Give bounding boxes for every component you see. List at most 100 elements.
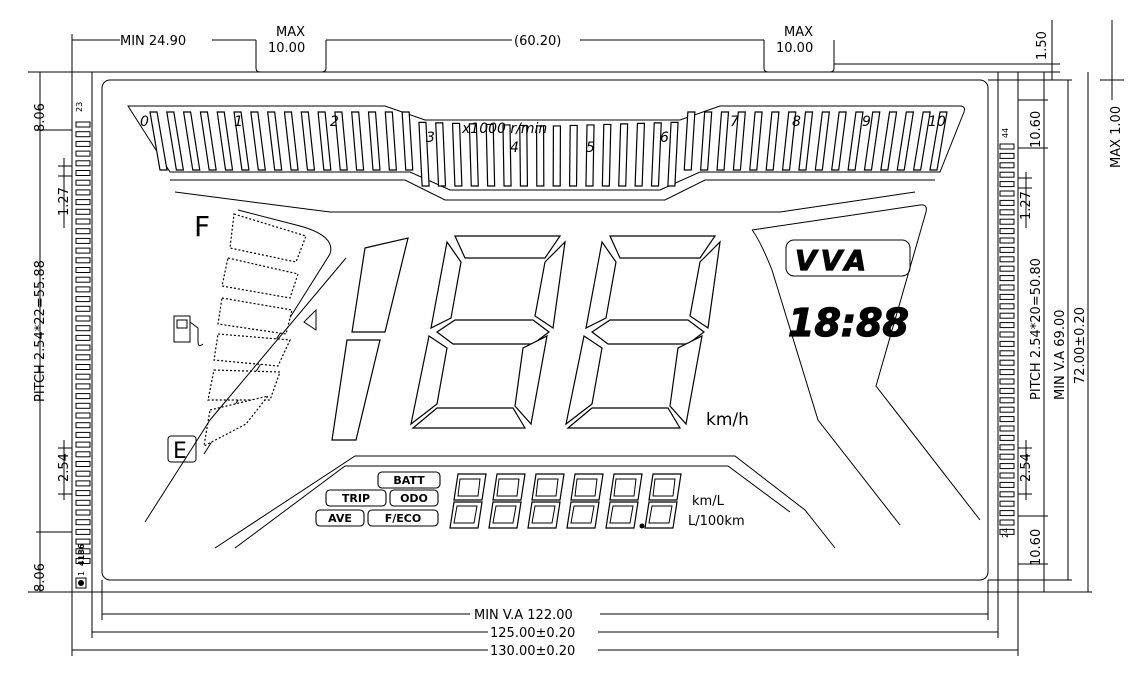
dim-right-margin-bottom: 10.60 bbox=[1029, 529, 1044, 566]
dim-top-center: (60.20) bbox=[514, 34, 561, 49]
right-pin bbox=[999, 265, 1015, 272]
left-pin bbox=[75, 383, 91, 390]
left-pin bbox=[75, 247, 91, 254]
fuel-gauge: F E bbox=[167, 209, 332, 464]
speed-segment bbox=[585, 240, 617, 330]
rpm-segment bbox=[418, 121, 430, 187]
odo-digit-inner bbox=[531, 478, 559, 524]
fuel-segments bbox=[203, 213, 307, 448]
rpm-segment bbox=[667, 121, 679, 187]
rpm-segment bbox=[568, 124, 578, 187]
odo-indicator-label: TRIP bbox=[342, 492, 370, 505]
odo-indicator-box bbox=[377, 471, 441, 489]
rpm-tick-label: 10 bbox=[928, 114, 946, 130]
pin-label-right-top: 44 bbox=[1001, 128, 1010, 138]
odo-digit-inner bbox=[609, 478, 637, 524]
right-pin bbox=[999, 387, 1015, 394]
right-pin bbox=[999, 284, 1015, 291]
right-pin bbox=[999, 331, 1015, 338]
right-pin bbox=[999, 463, 1015, 470]
right-pin bbox=[999, 378, 1015, 385]
odo-indicator-box bbox=[367, 509, 439, 527]
left-pin bbox=[75, 179, 91, 186]
fuel-segment bbox=[207, 369, 281, 401]
dim-max-right-label: MAX bbox=[784, 25, 813, 40]
rpm-segment bbox=[367, 111, 381, 171]
left-pin bbox=[75, 131, 91, 138]
fuel-segment bbox=[221, 257, 299, 299]
rpm-segment bbox=[468, 123, 479, 187]
rpm-segment bbox=[650, 122, 662, 187]
rpm-segment bbox=[765, 111, 780, 171]
right-pin bbox=[999, 528, 1015, 535]
right-pin bbox=[999, 275, 1015, 282]
right-pin bbox=[999, 425, 1015, 432]
speed-segment bbox=[514, 334, 548, 426]
right-pin bbox=[999, 209, 1015, 216]
rpm-tick-label: 6 bbox=[660, 130, 669, 146]
rpm-segment bbox=[749, 111, 763, 171]
left-pin bbox=[75, 208, 91, 215]
left-pin bbox=[75, 344, 91, 351]
right-pin bbox=[999, 359, 1015, 366]
left-dimensions: 8.06 PITCH 2.54*22=55.88 8.06 1.27 2.54 bbox=[28, 71, 72, 593]
rpm-segment bbox=[634, 122, 646, 187]
rpm-segment bbox=[781, 111, 797, 171]
rpm-segment bbox=[683, 111, 696, 171]
fuel-segment bbox=[213, 333, 291, 367]
speed-segment bbox=[435, 319, 550, 345]
rpm-segment bbox=[384, 111, 398, 171]
dim-right-va: MIN V.A 69.00 bbox=[1053, 310, 1068, 401]
odo-digit-inner bbox=[570, 478, 598, 524]
rpm-segment bbox=[552, 125, 562, 187]
right-pin bbox=[999, 322, 1015, 329]
dim-top-min: MIN 24.90 bbox=[120, 34, 186, 49]
odo-indicator-box bbox=[389, 489, 439, 507]
left-pin bbox=[75, 548, 91, 555]
left-pin bbox=[75, 528, 91, 535]
rpm-segment bbox=[831, 111, 847, 171]
rpm-segment bbox=[585, 124, 595, 187]
speed-segment bbox=[609, 235, 717, 259]
rpm-segment bbox=[847, 111, 864, 171]
left-pin bbox=[75, 470, 91, 477]
speed-segment bbox=[689, 240, 721, 330]
odo-digit bbox=[644, 473, 682, 529]
speed-display: km/h bbox=[144, 235, 749, 523]
rpm-segment bbox=[182, 111, 201, 171]
left-pin bbox=[75, 490, 91, 497]
rpm-segment bbox=[266, 111, 283, 171]
odo-indicator-label: AVE bbox=[328, 512, 352, 525]
odo-decimal-point bbox=[639, 523, 645, 529]
viewing-area bbox=[101, 79, 989, 581]
right-pin bbox=[999, 434, 1015, 441]
rpm-segment bbox=[618, 123, 629, 187]
rpm-segment bbox=[199, 111, 217, 171]
fuel-arrow-icon bbox=[303, 308, 317, 331]
fuel-outline bbox=[203, 209, 332, 455]
rpm-unit: x1000 r/min bbox=[461, 121, 547, 137]
rpm-segment bbox=[880, 111, 898, 171]
dim-max-left-label: MAX bbox=[276, 25, 305, 40]
pin-label-left-bottom: 1 bbox=[77, 571, 86, 576]
speed-segment bbox=[430, 240, 462, 330]
mode-label: VVA bbox=[795, 244, 870, 277]
rpm-segment bbox=[896, 111, 915, 171]
left-pin bbox=[75, 199, 91, 206]
odo-digit-inner bbox=[492, 478, 520, 524]
speed-segment bbox=[566, 407, 682, 429]
right-pin bbox=[999, 312, 1015, 319]
dim-max-left-value: 10.00 bbox=[268, 41, 305, 56]
right-pin bbox=[999, 190, 1015, 197]
odo-indicator-box bbox=[315, 509, 365, 527]
top-dimensions: MIN 24.90 MAX 10.00 (60.20) MAX 10.00 1.… bbox=[71, 20, 1060, 80]
right-pin bbox=[999, 510, 1015, 517]
left-pin bbox=[75, 257, 91, 264]
rpm-tick-label: 4 bbox=[510, 140, 519, 156]
dim-top-right-offset: 1.50 bbox=[1035, 31, 1050, 60]
dim-right-pin-width: 1.27 bbox=[1019, 191, 1034, 220]
odo-unit-secondary: L/100km bbox=[688, 514, 745, 529]
